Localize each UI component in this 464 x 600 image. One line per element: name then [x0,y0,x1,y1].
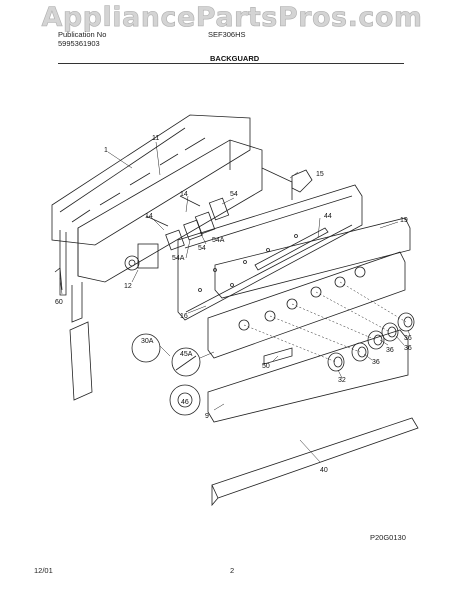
callout-60: 60 [55,299,63,306]
knob-36-c [381,322,399,342]
callout-12: 12 [124,283,132,290]
detail-30a [131,333,161,363]
callout-36-b: 36 [404,345,412,352]
callout-15: 15 [316,171,324,178]
callout-36-c: 36 [386,347,394,354]
footer-page: 2 [230,566,235,575]
callout-54: 54 [230,191,238,198]
callout-46: 46 [181,399,189,406]
publication-label: Publication No [58,30,107,39]
diagram-code: P20G0130 [370,533,406,542]
callout-14: 14 [180,191,188,198]
control-panel [207,251,406,359]
callout-14b: 14 [145,213,153,220]
section-title: BACKGUARD [210,54,260,63]
footer-date: 12/01 [34,566,53,575]
callout-54a: 54A [172,255,185,262]
lower-panel [207,329,409,423]
clock-bracket [291,169,313,193]
bottom-trim [211,417,419,499]
switch-12 [124,255,140,271]
callout-9: 9 [205,413,209,420]
callout-50: 50 [262,363,270,370]
knob-36-d [397,312,415,332]
model-number: SEF306HS [208,30,246,39]
publication-number: 5995361903 [58,39,100,48]
knob-32 [327,352,345,372]
callout-54a-b: 54A [212,237,225,244]
knob-36-b [367,330,385,350]
callout-16: 16 [180,313,188,320]
callout-36-d: 36 [372,359,380,366]
callout-45a: 45A [180,351,193,358]
callout-54b: 54 [198,245,206,252]
callout-40: 40 [320,467,328,474]
back-panel [51,114,251,246]
callout-1: 1 [104,147,108,154]
control-panel-frame [177,184,363,321]
callout-labels: 1 11 14 54 15 14 54 44 19 54A 54A 12 60 … [55,135,412,474]
side-trim [69,321,93,401]
backguard-housing [77,139,263,283]
switch-54a-left [165,229,185,251]
callout-44: 44 [324,213,332,220]
callout-30a: 30A [141,338,154,345]
callout-32: 32 [338,377,346,384]
detail-46 [169,384,201,416]
switch-54a-right [183,219,203,241]
callout-36-a: 36 [404,335,412,342]
detail-45a [171,347,201,377]
front-panel [214,217,411,299]
switch-54-upper [208,197,230,221]
callout-19: 19 [400,217,408,224]
header-rule [58,63,404,64]
knob-36-a [351,342,369,362]
callout-11: 11 [152,135,159,142]
